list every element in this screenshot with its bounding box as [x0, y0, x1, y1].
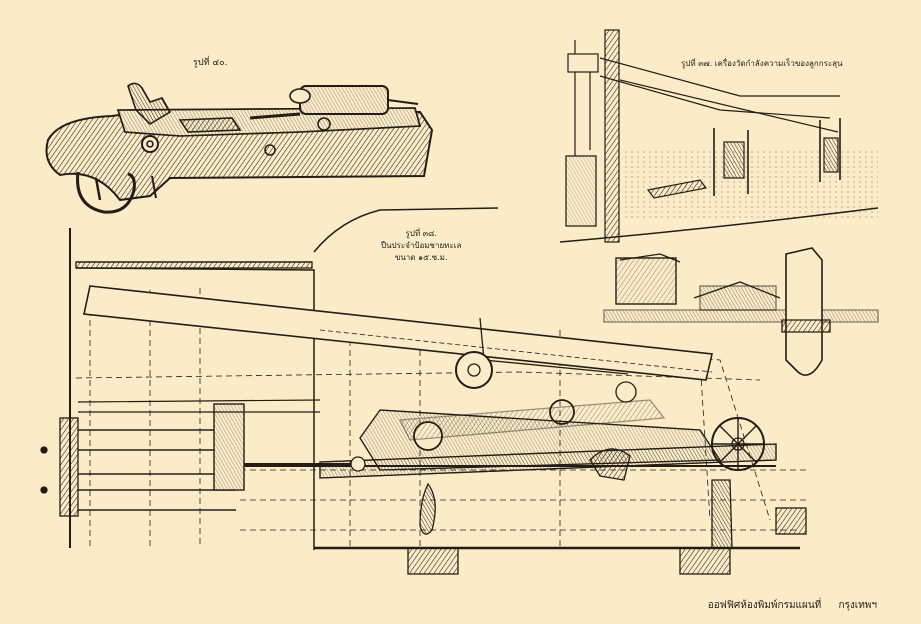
coastal-gun-drawing — [40, 207, 810, 575]
figure-37-caption: รูปที่ ๓๗. เครื่องวัดกำลังความเร็วของลูก… — [681, 59, 843, 68]
publisher-imprint: ออฟฟิศห้องพิมพ์กรมแผนที่ กรุงเทพฯ — [708, 598, 877, 613]
figure-38-size: ขนาด ๑๕.ซ.ม. — [394, 253, 448, 262]
figure-38-caption: รูปที่ ๓๘. ปืนประจำป้อมชายทะเล ขนาด ๑๕.ซ… — [381, 230, 461, 266]
breech-detail-drawing — [603, 247, 879, 376]
rifle-lock-drawing — [45, 82, 434, 214]
figure-38-number: รูปที่ ๓๘. — [405, 229, 437, 238]
figure-38-title: ปืนประจำป้อมชายทะเล — [381, 241, 462, 250]
publisher-city: กรุงเทพฯ — [838, 600, 877, 611]
velocity-apparatus-drawing — [559, 29, 879, 243]
publisher-name: ออฟฟิศห้องพิมพ์กรมแผนที่ — [707, 600, 822, 611]
figure-40-caption: รูปที่ ๔๐. — [193, 58, 228, 68]
